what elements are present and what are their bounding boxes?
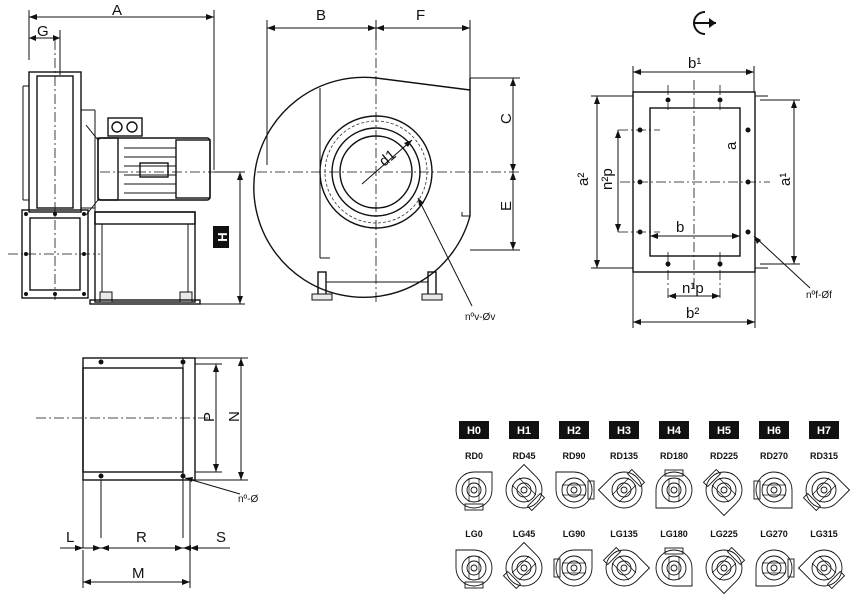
dim-C-label: C — [498, 113, 515, 124]
position-code-badge — [459, 421, 489, 439]
lg-label: LG270 — [760, 529, 788, 539]
fan-rd-icon — [555, 471, 595, 509]
rd-label: RD180 — [660, 451, 688, 461]
position-code: H5 — [717, 425, 731, 437]
dim-M-label: M — [132, 565, 145, 582]
dim-F-label: F — [416, 7, 425, 24]
dim-n1p-label: n¹p — [682, 280, 704, 297]
fan-lg-icon — [797, 549, 846, 590]
position-code-badge — [559, 421, 589, 439]
fan-rd-icon — [455, 471, 493, 511]
lg-label: LG180 — [660, 529, 688, 539]
position-code: H3 — [617, 425, 631, 437]
lg-label: LG135 — [610, 529, 638, 539]
position-code-badge — [609, 421, 639, 439]
rd-label: RD90 — [562, 451, 585, 461]
dim-n2p-label: n²p — [599, 168, 616, 190]
position-code: H1 — [517, 425, 531, 437]
fan-rd-icon — [655, 469, 693, 509]
lg-label: LG225 — [710, 529, 738, 539]
front-view: B F d1 nºv-Øv — [253, 7, 520, 323]
fan-rd-icon — [505, 463, 546, 512]
position-code: H0 — [467, 425, 481, 437]
dim-H-label: H — [215, 232, 230, 241]
position-code-badge — [809, 421, 839, 439]
dim-d1-label: d1 — [376, 146, 400, 170]
dim-b-label: b — [676, 219, 684, 236]
fan-lg-icon — [655, 547, 693, 587]
position-code: H4 — [667, 425, 682, 437]
dim-N-label: N — [226, 411, 243, 422]
dim-S-label: S — [216, 529, 226, 546]
dim-b2-label: b² — [686, 305, 699, 322]
lg-label: LG45 — [513, 529, 536, 539]
rd-label: RD45 — [512, 451, 535, 461]
dim-a-label: a — [723, 141, 740, 150]
no-label: nº-Ø — [238, 494, 259, 505]
fan-rd-icon — [702, 468, 743, 517]
fan-lg-icon — [553, 549, 593, 587]
fan-lg-icon — [455, 549, 493, 589]
dim-P-label: P — [201, 412, 218, 422]
dim-L-label: L — [66, 529, 74, 546]
position-code: H6 — [767, 425, 781, 437]
lg-label: LG0 — [465, 529, 483, 539]
rd-label: RD225 — [710, 451, 738, 461]
fan-rd-icon — [597, 468, 646, 509]
lg-label: LG315 — [810, 529, 838, 539]
fan-lg-icon — [705, 546, 746, 595]
dim-a1-label: a¹ — [777, 173, 794, 186]
fan-rd-icon — [753, 471, 793, 509]
dim-b1-label: b¹ — [688, 55, 701, 72]
fan-lg-icon — [502, 541, 543, 590]
rd-label: RD0 — [465, 451, 483, 461]
outlet-view: P N nº-Ø L R S M — [36, 357, 259, 588]
fan-lg-icon — [755, 549, 795, 587]
rotation-arrow-icon — [693, 11, 716, 35]
rd-label: RD135 — [610, 451, 638, 461]
dim-A-label: A — [112, 2, 122, 19]
side-view: A G — [8, 2, 245, 305]
rd-label: RD270 — [760, 451, 788, 461]
inlet-flange-view: b¹ a b a² — [575, 11, 832, 328]
fan-rd-icon — [802, 471, 850, 512]
dim-a2-label: a² — [575, 173, 592, 186]
lg-label: LG90 — [563, 529, 586, 539]
nv-label: nºv-Øv — [465, 312, 495, 323]
position-code-badge — [709, 421, 739, 439]
fan-lg-icon — [602, 546, 651, 587]
dim-E-label: E — [498, 201, 515, 211]
position-code-badge — [759, 421, 789, 439]
position-code-badge — [509, 421, 539, 439]
dim-R-label: R — [136, 529, 147, 546]
position-code: H2 — [567, 425, 581, 437]
rd-label: RD315 — [810, 451, 838, 461]
position-code-badge — [659, 421, 689, 439]
motor — [85, 117, 211, 216]
position-code: H7 — [817, 425, 831, 437]
nf-label: nºf-Øf — [806, 290, 832, 301]
dim-G-label: G — [37, 23, 49, 40]
dim-B-label: B — [316, 7, 326, 24]
